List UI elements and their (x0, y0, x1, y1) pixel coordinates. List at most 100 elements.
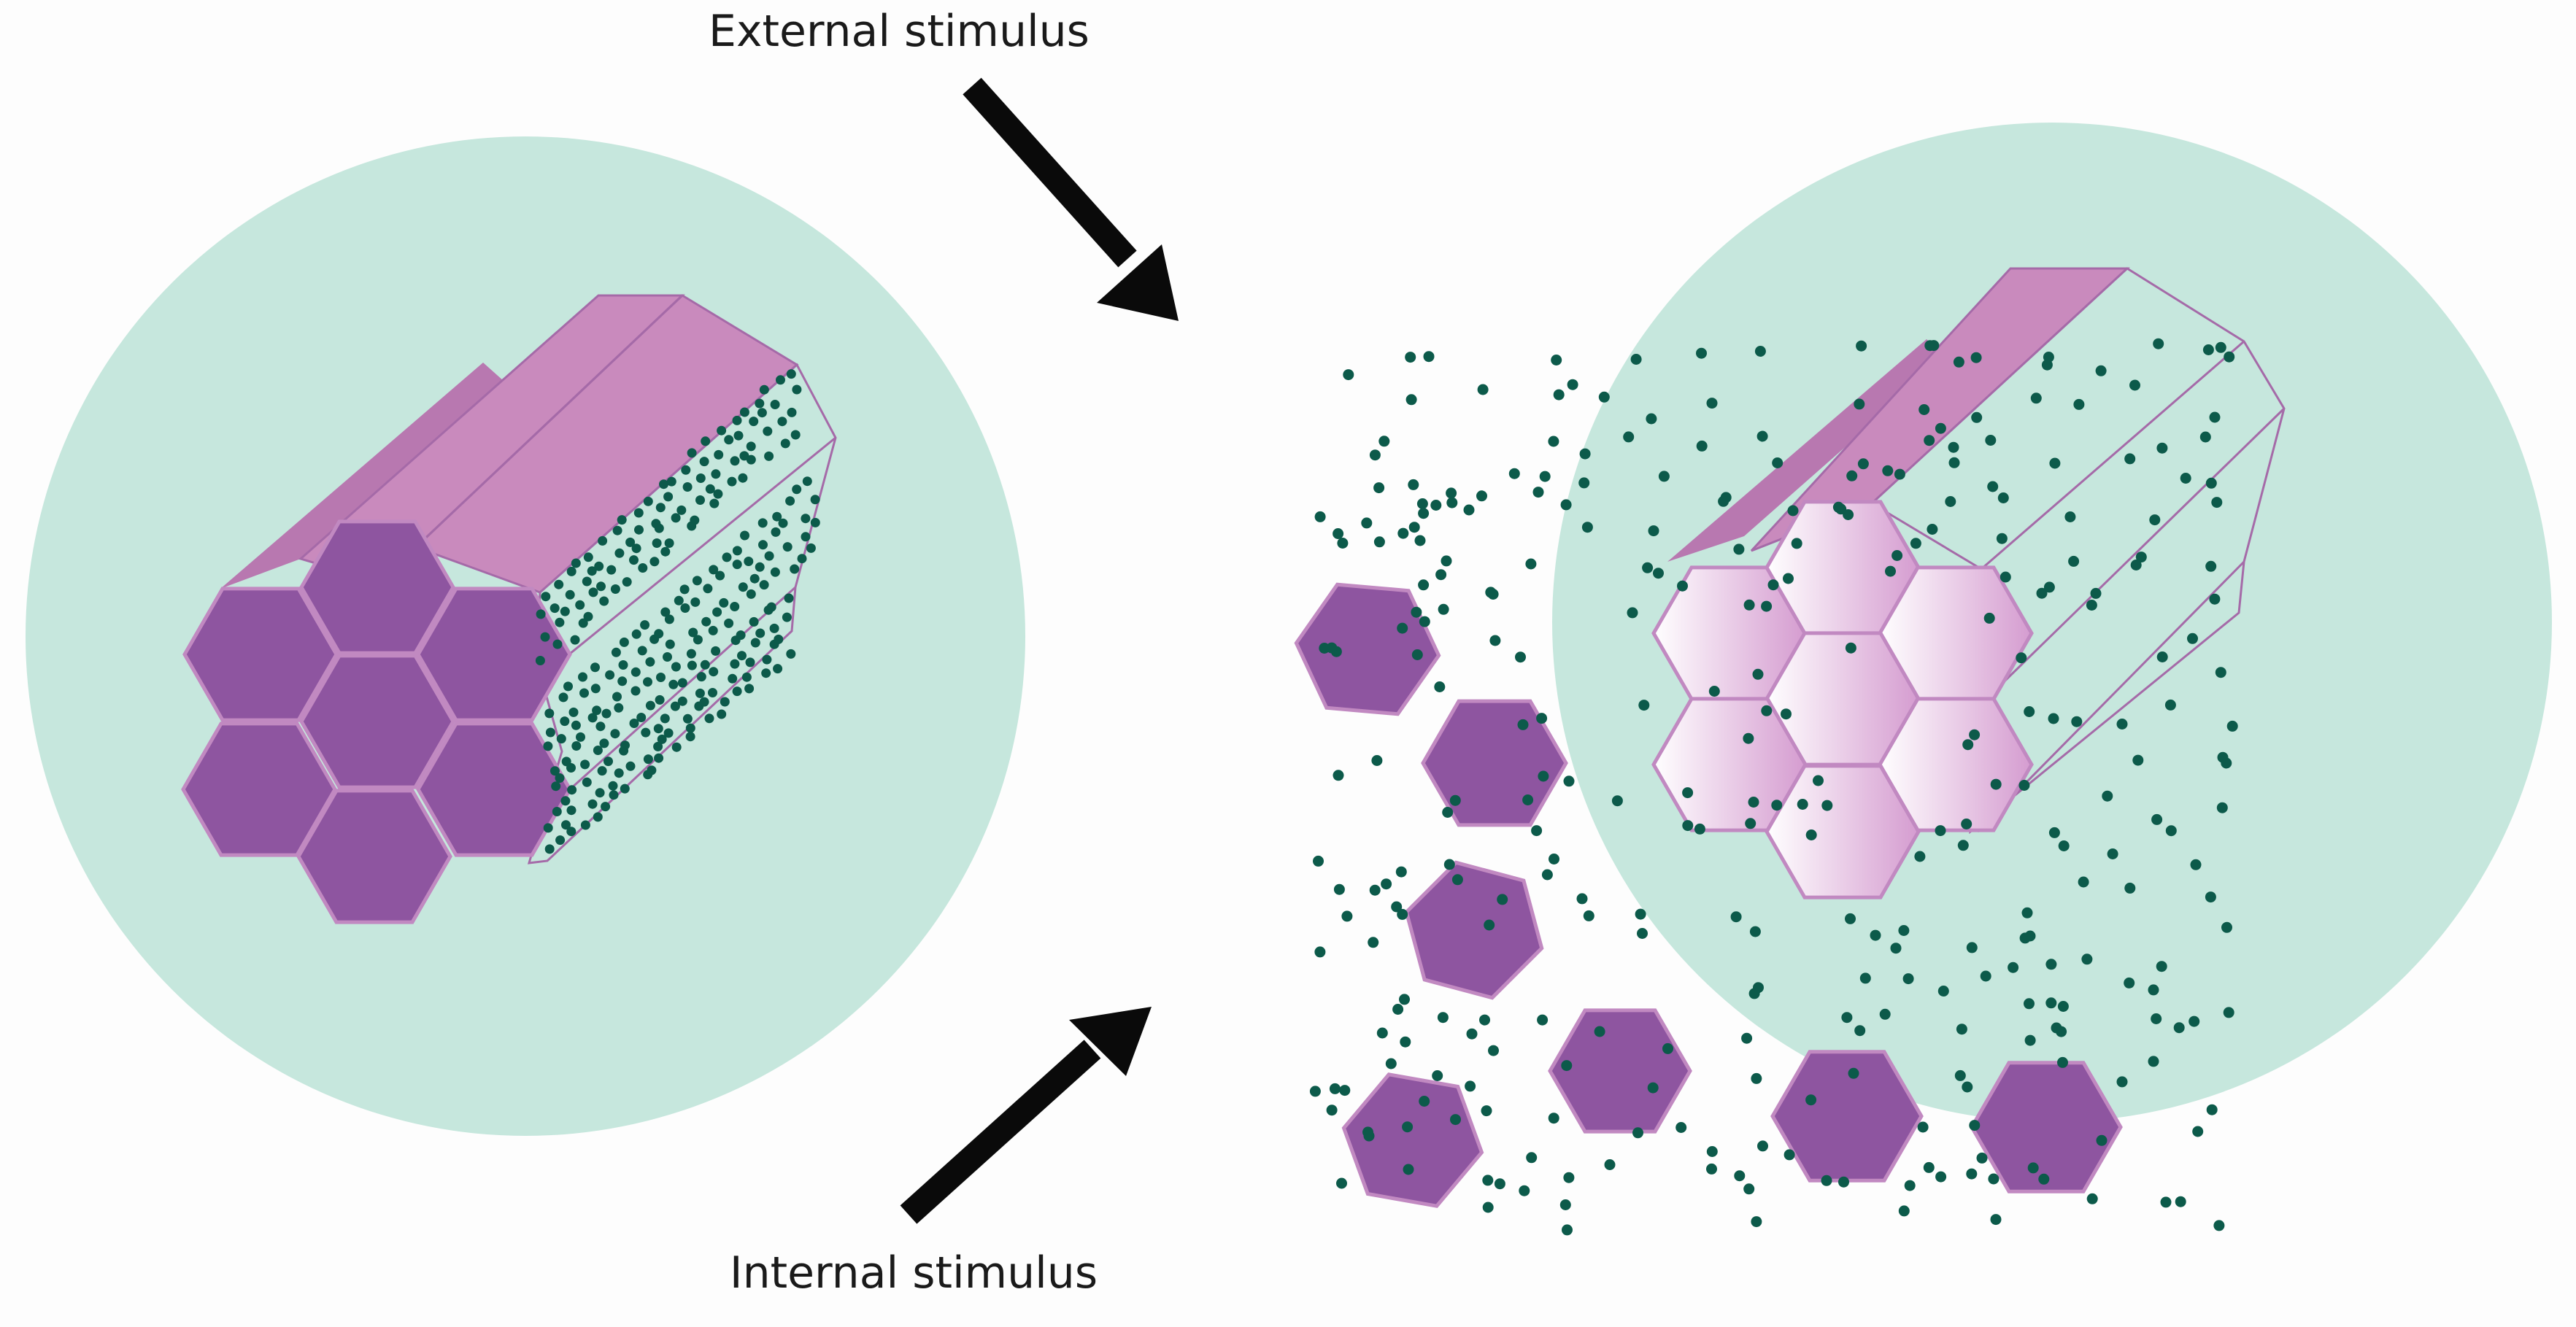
drug-dot (1476, 490, 1487, 502)
drug-dot (2156, 651, 2168, 662)
drug-dot (1430, 500, 1442, 511)
drug-dot (1309, 1086, 1321, 1097)
drug-dot (785, 496, 795, 506)
drug-dot (708, 625, 718, 635)
drug-dot (1845, 913, 1856, 924)
drug-dot (746, 454, 756, 465)
drug-dot (566, 566, 576, 576)
drug-dot (2000, 571, 2011, 583)
drug-dot (608, 781, 618, 791)
drug-dot (570, 635, 580, 645)
drug-dot (652, 538, 662, 548)
drug-dot (1482, 1202, 1494, 1213)
drug-dot (568, 707, 579, 717)
drug-dot (1515, 651, 1526, 663)
drug-dot (681, 465, 691, 475)
drug-dot (618, 660, 628, 670)
drug-dot (1446, 487, 1457, 499)
drug-dot (1561, 1060, 1573, 1072)
drug-dot (2124, 453, 2136, 465)
drug-dot (1647, 1082, 1659, 1094)
released-fragment-hexagon (1404, 860, 1544, 1000)
drug-dot (761, 668, 771, 678)
drug-dot (2073, 398, 2085, 410)
drug-dot (1438, 603, 1449, 615)
drug-dot (1536, 713, 1548, 724)
drug-dot (1708, 686, 1720, 697)
drug-dot (2056, 1026, 2067, 1037)
drug-dot (2116, 719, 2128, 730)
drug-dot (1754, 346, 1766, 357)
drug-dot (1627, 607, 1638, 619)
carrier-hexagon (296, 789, 452, 924)
drug-dot (660, 713, 670, 724)
drug-dot (1369, 449, 1381, 461)
drug-dot (610, 584, 620, 594)
drug-dot (1563, 775, 1575, 787)
drug-dot (614, 703, 624, 713)
drug-dot (610, 729, 620, 739)
drug-dot (1757, 1140, 1768, 1152)
drug-dot (682, 482, 693, 492)
drug-dot (1385, 1058, 1397, 1069)
drug-dot (1983, 612, 1995, 624)
drug-dot (1548, 1113, 1559, 1124)
drug-dot (555, 835, 566, 846)
drug-dot (1314, 946, 1326, 958)
drug-dot (671, 742, 682, 752)
drug-dot (1463, 504, 1475, 516)
drug-dot (2175, 1196, 2186, 1207)
drug-dot (1996, 533, 2008, 544)
drug-dot (1917, 1121, 1929, 1133)
drug-dot (1927, 524, 1938, 535)
drug-dot (1526, 1152, 1538, 1164)
drug-dot (724, 618, 734, 628)
drug-dot (2124, 977, 2135, 989)
drug-dot (660, 546, 671, 557)
drug-dot (745, 657, 755, 668)
drug-dot (1594, 1026, 1605, 1037)
drug-dot (1637, 928, 1648, 939)
drug-dot (1326, 1104, 1338, 1116)
drug-dot (668, 679, 679, 689)
drug-dot (565, 589, 575, 600)
drug-dot (1848, 1067, 1859, 1079)
drug-dot (755, 398, 765, 409)
drug-dot (625, 537, 636, 547)
drug-dot (634, 525, 644, 535)
drug-dot (2190, 859, 2202, 870)
drug-dot (1813, 775, 1824, 786)
drug-dot (1441, 555, 1452, 567)
drug-dot (549, 603, 560, 614)
drug-dot (705, 484, 715, 494)
drug-dot (630, 686, 641, 696)
drug-dot (2107, 848, 2118, 859)
drug-dot (2095, 365, 2107, 376)
drug-dot (653, 724, 663, 734)
drug-dot (1879, 1008, 1891, 1020)
drug-dot (693, 635, 703, 645)
drug-dot (1598, 391, 1610, 403)
drug-dot (1845, 642, 1856, 654)
drug-dot (738, 582, 748, 592)
drug-dot (1910, 538, 1921, 549)
drug-dot (764, 551, 774, 561)
drug-dot (1451, 874, 1463, 886)
drug-dot (2148, 984, 2159, 996)
drug-dot (732, 686, 742, 697)
drug-dot (2130, 560, 2142, 570)
drug-dot (1434, 681, 1446, 692)
drug-dot (759, 384, 769, 395)
drug-dot (1841, 1012, 1853, 1024)
drug-dot (1756, 430, 1768, 442)
drug-dot (695, 495, 705, 505)
drug-dot (701, 436, 711, 446)
drug-dot (1397, 527, 1409, 539)
drug-dot (583, 611, 593, 622)
drug-dot (711, 646, 721, 656)
drug-dot (1494, 1178, 1505, 1190)
drug-dot (620, 784, 630, 794)
drug-dot (727, 476, 737, 487)
drug-dot (712, 607, 722, 617)
drug-dot (560, 606, 570, 616)
